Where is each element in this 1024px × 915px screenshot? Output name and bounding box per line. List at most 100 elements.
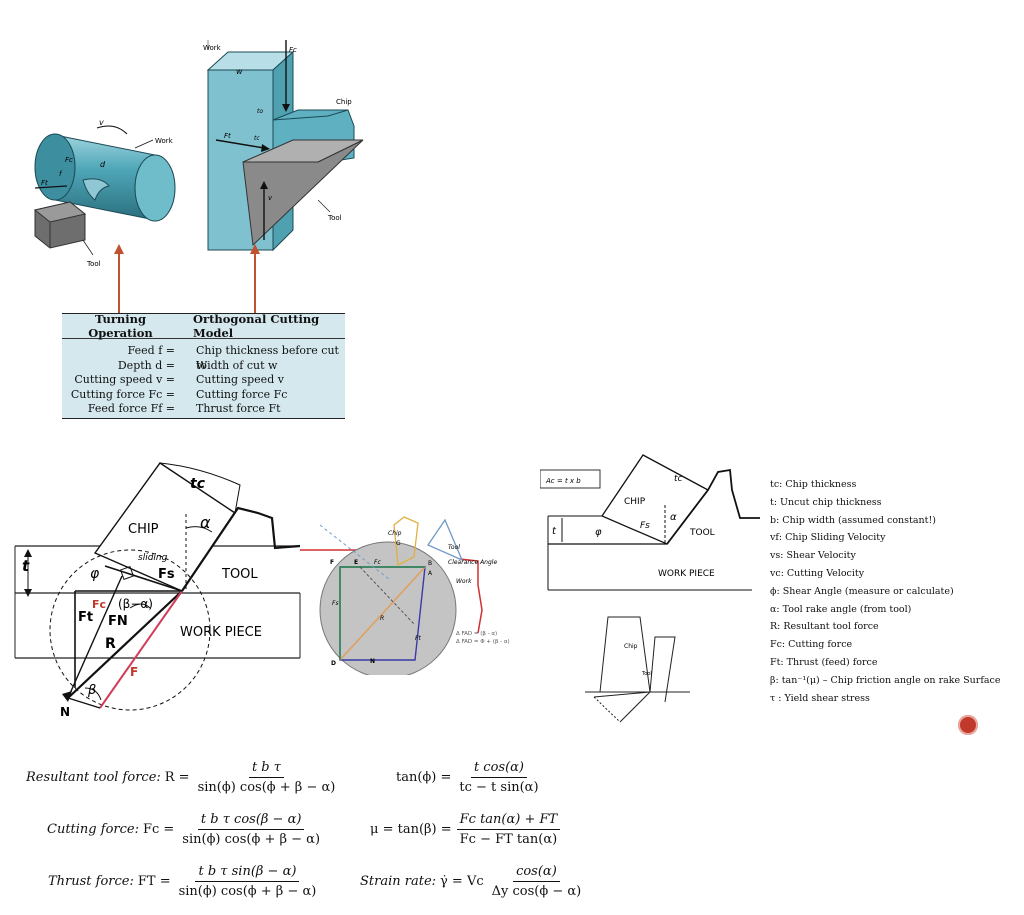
label-n: N [370, 658, 375, 665]
label-e: E [354, 559, 358, 566]
eq-lhs: tan(ϕ) = [396, 770, 452, 785]
table-cell: Width of cut w [196, 358, 278, 372]
legend-item: tc: Chip thickness [770, 479, 857, 490]
label-fs: Fs [332, 600, 339, 607]
next-slide-button[interactable] [958, 715, 978, 735]
label-tool: TOOL [689, 528, 715, 538]
denominator: Fc − FT tan(α) [459, 832, 558, 847]
denominator: Δy cos(ϕ − α) [491, 884, 582, 899]
shear-zone-figure: Ac = t x b tc CHIP α t φ Fs TOOL WORK PI… [540, 454, 760, 591]
numerator: t cos(α) [470, 760, 527, 778]
legend-item: vs: Shear Velocity [770, 550, 856, 562]
legend-item: ϕ: Shear Angle (measure or calculate) [770, 585, 954, 597]
numerator: t b τ cos(β − α) [197, 812, 305, 830]
merchant-diagram: tc CHIP α t sliding φ Fs TOOL Fc (β−α) F… [14, 462, 301, 719]
table-row: Cutting speed v =Cutting speed v [62, 373, 345, 388]
label-d: D [331, 660, 336, 667]
header-turning: Turning Operation [88, 312, 153, 340]
table-cell: Chip thickness before cut to [196, 344, 339, 372]
label-v: v [99, 118, 104, 127]
eq-lhs: μ = tan(β) = [370, 822, 452, 837]
label-chip: CHIP [128, 522, 159, 537]
label-tool: TOOL [221, 567, 258, 582]
work-end-face [134, 154, 176, 222]
label-a: A [428, 570, 433, 577]
legend-item: b: Chip width (assumed constant!) [770, 514, 936, 526]
eq-label: Thrust force: [48, 874, 134, 889]
numerator: cos(α) [513, 864, 560, 882]
label-note1: Δ FAD = (β - α) [456, 631, 497, 637]
label-v: v [268, 194, 273, 202]
table-cell: Thrust force Ft [196, 402, 281, 415]
legend-item: β: tan⁻¹(μ) – Chip friction angle on rak… [770, 674, 1001, 686]
label-beta: β [87, 683, 96, 698]
force-circle [49, 549, 211, 711]
label-t: t [22, 557, 30, 575]
fraction: t b τ cos(β − α) sin(ϕ) cos(ϕ + β − α) [179, 812, 323, 847]
label-tool: Tool [86, 260, 101, 268]
denominator: sin(ϕ) cos(ϕ + β − α) [178, 884, 317, 899]
label-chip: Chip [336, 98, 352, 106]
circle-diagram: Chip Tool Clearance Angle Work Δ FAD = (… [300, 516, 510, 675]
label-ft: Ft [78, 610, 93, 625]
table-row: Feed f =Chip thickness before cut to [62, 344, 345, 372]
label-fc: Fc [92, 598, 106, 611]
label-t: t [552, 526, 557, 537]
eq-mu: μ = tan(β) = Fc tan(α) + FT Fc − FT tan(α… [370, 812, 561, 847]
table-header: Turning Operation Orthogonal Cutting Mod… [62, 312, 345, 340]
label-area: Ac = t x b [545, 477, 581, 485]
fraction: t cos(α) tc − t sin(α) [456, 760, 541, 795]
denominator: sin(ϕ) cos(ϕ + β − α) [197, 780, 336, 795]
label-ft: Ft [224, 132, 231, 140]
label-f: f [59, 170, 63, 178]
label-work-piece: WORK PIECE [658, 569, 715, 579]
eq-label: Cutting force: [47, 822, 139, 837]
label-sliding: sliding [138, 553, 168, 563]
label-f: F [130, 665, 138, 679]
table-cell: Cutting force Fc [196, 387, 288, 401]
table-row: Feed force Ff = Thrust force Ft [62, 402, 345, 417]
denominator: sin(ϕ) cos(ϕ + β − α) [182, 832, 321, 847]
label-tool: Tool [641, 671, 652, 677]
table-cell: Feed force Ff = [87, 402, 175, 415]
fraction: t b τ sin(β − α)sin(ϕ) cos(ϕ + β − α) [176, 864, 320, 899]
label-fc: Fc [374, 559, 381, 566]
fraction: cos(α) Δy cos(ϕ − α) [489, 864, 585, 899]
label-alpha: α [670, 512, 677, 523]
label-alpha: α [200, 513, 211, 532]
label-w: w [236, 67, 243, 76]
label-tool: Tool [327, 214, 342, 222]
numerator: Fc tan(α) + FT [456, 812, 561, 830]
legend-item: vf: Chip Sliding Velocity [770, 532, 886, 544]
label-work: Work [203, 44, 222, 52]
eq-strain: Strain rate: γ̇ = Vc cos(α)Δy cos(ϕ − α) [360, 864, 584, 899]
eq-thrust: Thrust force: FT = t b τ sin(β − α)sin(ϕ… [48, 864, 319, 899]
legend-item: vc: Cutting Velocity [770, 567, 865, 579]
turning-figure: v Work Fc d f Ft Tool [33, 118, 176, 268]
label-f: F [330, 559, 334, 566]
legend-item: α: Tool rake angle (from tool) [770, 603, 912, 615]
numerator: t b τ [248, 760, 284, 778]
label-chip: Chip [388, 530, 402, 537]
fraction: Fc tan(α) + FT Fc − FT tan(α) [456, 812, 561, 847]
eq-label: Resultant tool force: [26, 770, 161, 785]
table-row: Cutting force Fc =Cutting force Fc [62, 388, 345, 403]
label-work-piece: WORK PIECE [180, 625, 262, 640]
label-r: R [380, 615, 384, 622]
label-tc: tc [190, 476, 206, 492]
eq-lhs: Fc = [142, 822, 175, 837]
label-ft: Ft [41, 179, 48, 187]
label-chip: CHIP [624, 497, 646, 507]
label-work: Work [155, 137, 174, 145]
label-clearance: Clearance Angle [448, 559, 497, 566]
label-work: Work [456, 578, 472, 585]
label-g: G [396, 540, 401, 547]
eq-tanphi: tan(ϕ) = t cos(α) tc − t sin(α) [396, 760, 542, 795]
legend-item: Fc: Cutting force [770, 639, 853, 651]
denominator: tc − t sin(α) [459, 780, 539, 795]
fraction: t b τ sin(ϕ) cos(ϕ + β − α) [195, 760, 339, 795]
label-fn: FN [108, 614, 128, 629]
legend-item: Ft: Thrust (feed) force [770, 656, 878, 668]
